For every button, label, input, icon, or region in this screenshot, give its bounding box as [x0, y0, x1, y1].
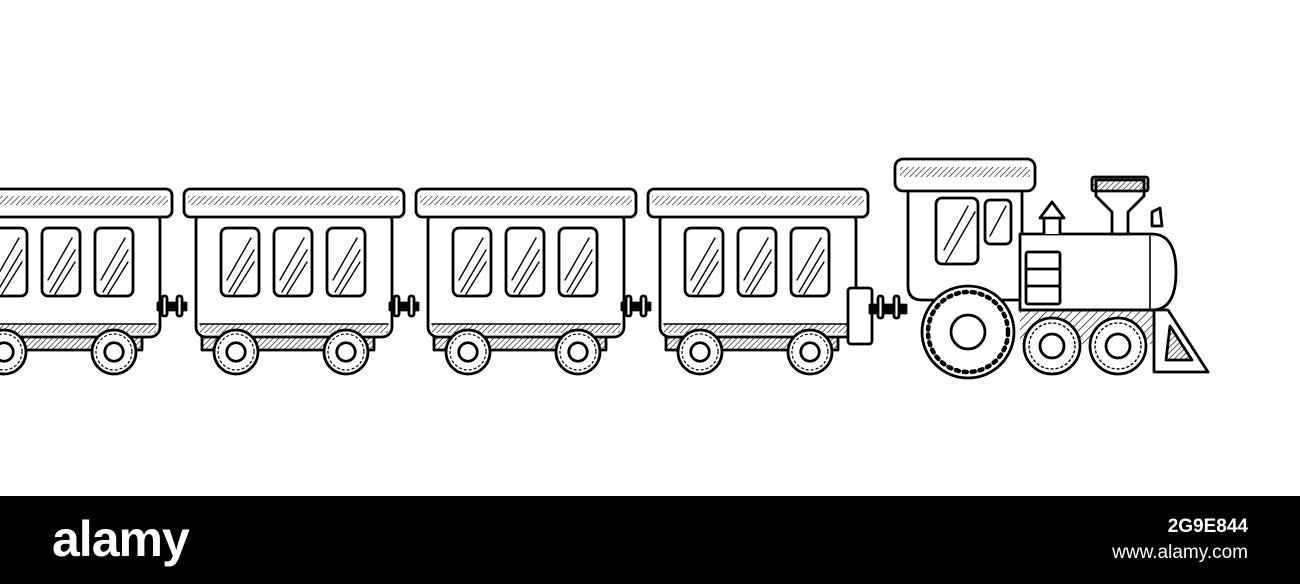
car-wheel [0, 328, 28, 376]
car-wheel [444, 328, 492, 376]
car-window [789, 226, 831, 298]
image-id: 2G9E844 [1167, 516, 1248, 537]
car-window [504, 226, 546, 298]
locomotive [846, 157, 1210, 380]
brand-logo: alamy [52, 511, 190, 567]
car-window [0, 226, 29, 298]
coupler [388, 294, 420, 318]
loco-buffer [846, 286, 874, 346]
passenger-car-2 [182, 187, 406, 376]
passenger-car-1 [0, 187, 174, 376]
passenger-car-4 [646, 187, 870, 376]
coupler [620, 294, 652, 318]
passenger-car-3 [414, 187, 638, 376]
image-url: www.alamy.com [1112, 542, 1248, 563]
car-window [219, 226, 261, 298]
car-wheel [676, 328, 724, 376]
loco-headlamp [1150, 206, 1164, 228]
car-wheel [90, 328, 138, 376]
car-wheel [554, 328, 602, 376]
watermark-bar: alamy 2G9E844 www.alamy.com [0, 496, 1300, 584]
car-window [736, 226, 778, 298]
car-window [683, 226, 725, 298]
loco-drive-wheel [920, 284, 1016, 380]
loco-wheel [1022, 316, 1082, 376]
car-wheel [322, 328, 370, 376]
car-window [451, 226, 493, 298]
coupler [156, 294, 188, 318]
car-window [272, 226, 314, 298]
car-window [40, 226, 82, 298]
car-wheel [212, 328, 260, 376]
car-window [325, 226, 367, 298]
train [0, 157, 1210, 380]
train-illustration [0, 157, 1210, 380]
loco-wheel [1088, 316, 1148, 376]
car-wheel [786, 328, 834, 376]
loco-cab-window [934, 196, 980, 266]
car-window [557, 226, 599, 298]
loco-coupler [868, 303, 908, 315]
car-window [93, 226, 135, 298]
loco-panel [1024, 250, 1062, 306]
